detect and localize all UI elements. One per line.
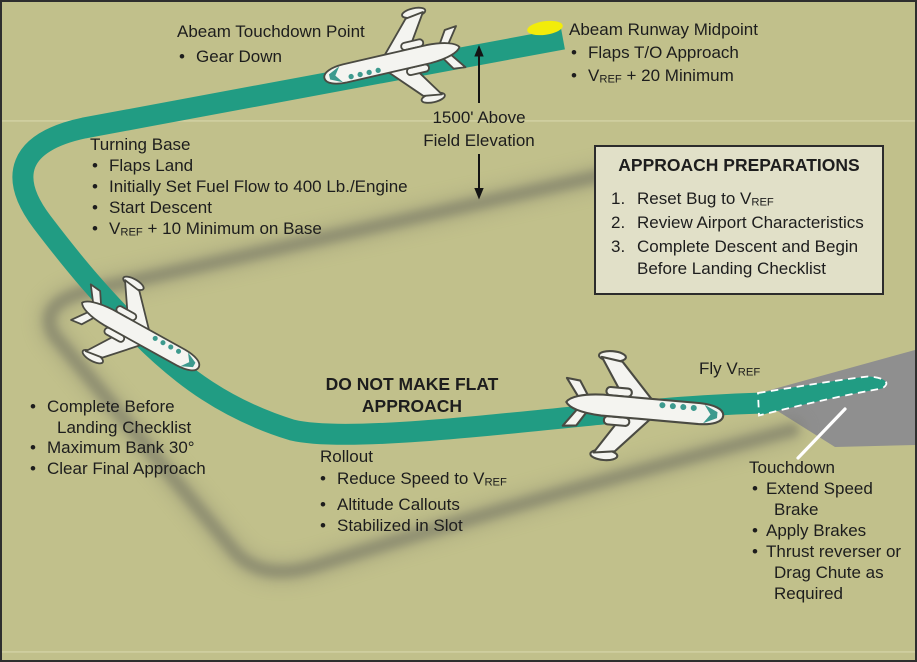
bullet-glyph: • [320, 494, 326, 514]
altitude-arrow [474, 45, 484, 200]
box-title: APPROACH PREPARATIONS [618, 155, 860, 175]
label-item: •Clear Final Approach [30, 458, 206, 478]
approach-preparations-box: APPROACH PREPARATIONS 1.Reset Bug to VRE… [594, 145, 884, 295]
label-item: •Maximum Bank 30° [30, 438, 195, 457]
bullet-glyph: • [30, 397, 36, 416]
label-item-continued: Brake [774, 500, 819, 519]
label-item: •Altitude Callouts [320, 494, 460, 514]
label-item: •Thrust reverser or [752, 542, 902, 561]
bullet-glyph: • [752, 542, 758, 561]
bullet-glyph: • [320, 468, 326, 488]
abeam-midpoint-marker [527, 20, 563, 36]
label-item: •Apply Brakes [752, 521, 867, 540]
bullet-glyph: • [30, 438, 36, 457]
bullet-glyph: • [92, 219, 98, 238]
label-item: •Complete Before [30, 397, 175, 416]
label-title: Abeam Runway Midpoint [569, 20, 758, 39]
label-item: •Extend Speed [752, 479, 873, 498]
label-item: •Stabilized in Slot [320, 516, 463, 536]
box-item: 3.Complete Descent and Begin [611, 237, 859, 256]
label-title: Touchdown [749, 458, 836, 477]
background-band [2, 651, 915, 653]
abeam-touchdown-label: Abeam Touchdown Point •Gear Down [177, 19, 365, 69]
bullet-glyph: • [179, 47, 185, 66]
label-item: •Reduce Speed to VREF [320, 468, 507, 489]
label-item: •Gear Down [177, 44, 365, 69]
turning-base-label: Turning Base •Flaps Land •Initially Set … [90, 134, 408, 244]
box-item-continued: Before Landing Checklist [637, 259, 827, 278]
fly-vref-label: Fly VREF [699, 359, 761, 379]
bullet-glyph: • [320, 516, 326, 536]
bullet-glyph: • [30, 458, 36, 478]
label-item-continued: Landing Checklist [57, 417, 192, 437]
bullet-glyph: • [571, 43, 577, 62]
final-turn-label: •Complete Before Landing Checklist •Maxi… [28, 397, 206, 479]
bullet-glyph: • [92, 177, 98, 196]
flight-path-runway-segment [757, 375, 888, 417]
abeam-runway-midpoint-label: Abeam Runway Midpoint •Flaps T/O Approac… [569, 18, 758, 92]
label-item: •Flaps Land [92, 156, 194, 175]
label-item: •Flaps T/O Approach [571, 43, 739, 62]
altitude-note: 1500' Above Field Elevation [423, 108, 535, 150]
bullet-glyph: • [92, 156, 98, 175]
background-band [2, 120, 915, 122]
touchdown-label: Touchdown •Extend Speed Brake •Apply Bra… [747, 457, 901, 604]
flat-approach-warning: DO NOT MAKE FLAT APPROACH [325, 374, 499, 416]
label-item: •VREF + 10 Minimum on Base [92, 219, 322, 239]
flight-path-shadow [34, 159, 807, 587]
bullet-glyph: • [571, 66, 577, 85]
box-item: 1.Reset Bug to VREF [611, 189, 774, 209]
label-item: •Initially Set Fuel Flow to 400 Lb./Engi… [92, 177, 408, 196]
label-item-continued: Drag Chute as [774, 563, 884, 582]
label-title: Rollout [320, 447, 373, 466]
bullet-glyph: • [92, 198, 98, 217]
label-item: •VREF + 20 Minimum [571, 66, 734, 86]
label-item-continued: Required [774, 584, 843, 603]
box-item: 2.Review Airport Characteristics [611, 213, 864, 232]
label-title: Turning Base [90, 135, 191, 154]
label-item: •Start Descent [92, 198, 212, 217]
bullet-glyph: • [752, 521, 758, 540]
rollout-label: Rollout •Reduce Speed to VREF •Altitude … [318, 446, 507, 537]
label-title: Abeam Touchdown Point [177, 22, 365, 41]
bullet-glyph: • [752, 479, 758, 498]
touchdown-callout-line [796, 407, 847, 460]
